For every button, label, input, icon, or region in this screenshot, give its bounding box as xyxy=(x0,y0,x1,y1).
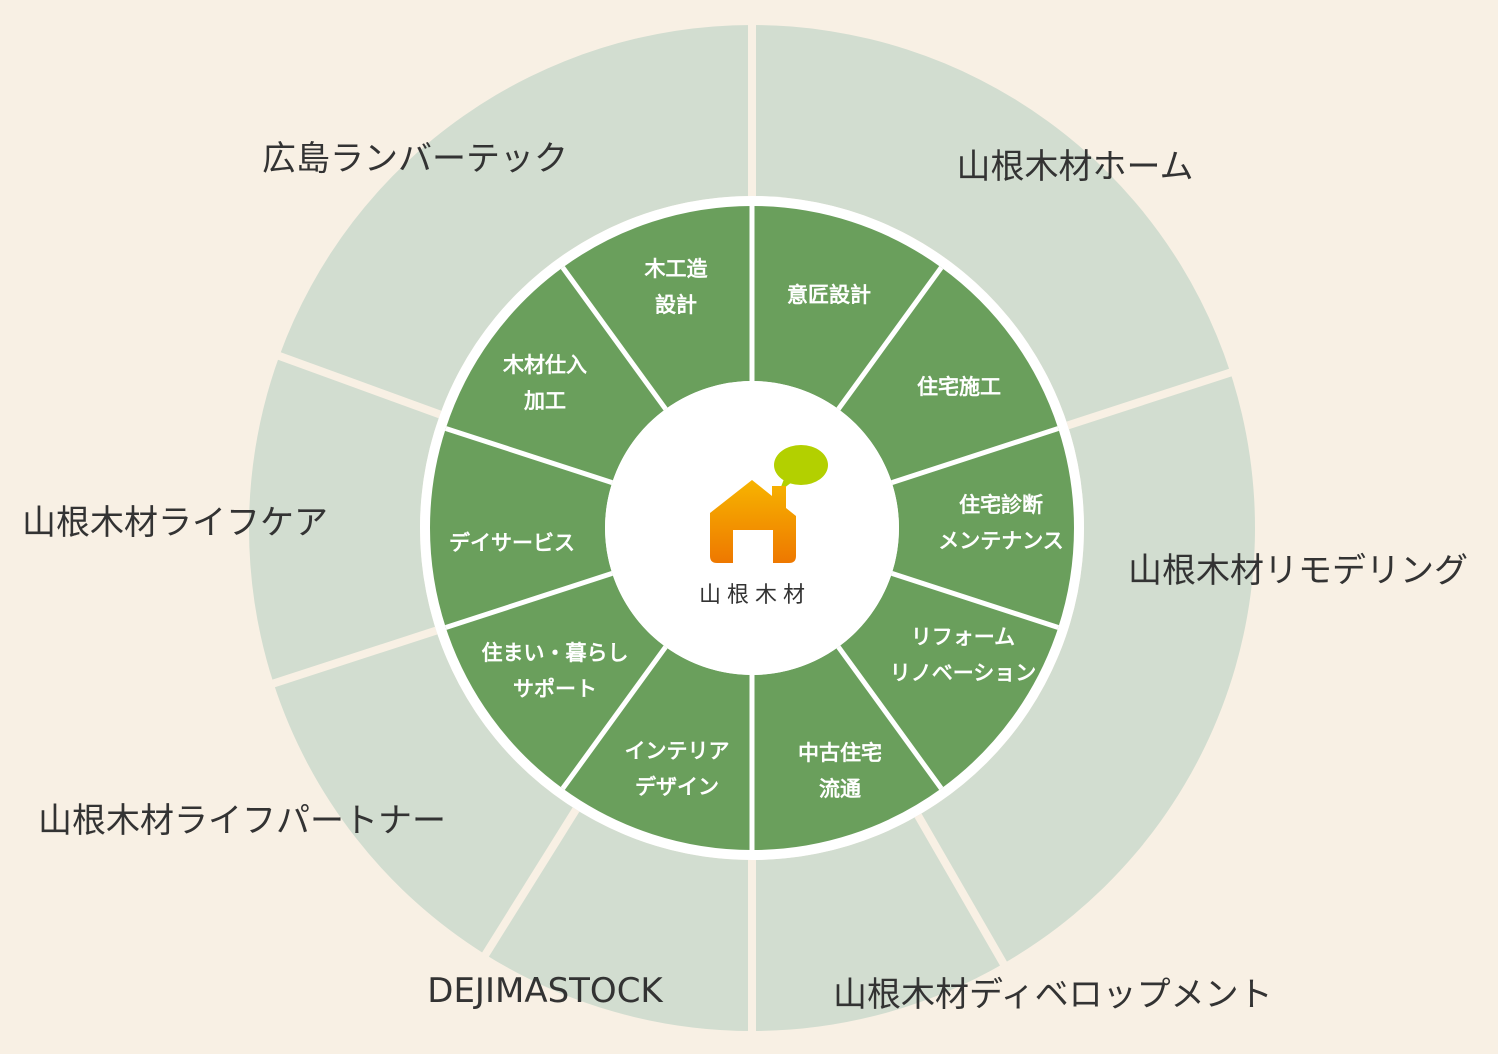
company-segment-fill xyxy=(248,355,441,684)
company-label: 山根木材ライフパートナー xyxy=(38,801,446,841)
service-label: デイサービス xyxy=(449,531,575,555)
service-divider xyxy=(891,426,1060,485)
company-divider xyxy=(479,807,580,961)
service-label: 木材仕入 xyxy=(502,353,587,377)
service-segment-fill xyxy=(838,573,1059,789)
company-segment-fill xyxy=(918,372,1255,964)
company-divider xyxy=(268,626,438,689)
service-label: サポート xyxy=(513,677,597,701)
company-segment-fill xyxy=(752,25,1231,426)
service-label: インテリア xyxy=(625,739,730,763)
service-segment-fill xyxy=(752,206,942,410)
house-with-speech-bubble-icon xyxy=(710,445,828,563)
service-divider xyxy=(836,645,944,790)
service-label: 住まい・暮らし xyxy=(482,641,629,665)
center-circle: 山根木材 xyxy=(605,381,899,675)
service-label: 木工造 xyxy=(644,257,709,281)
service-segment-fill xyxy=(752,646,942,850)
service-segment-fill xyxy=(891,428,1075,628)
company-segment: DEJIMASTOCK xyxy=(427,809,752,1031)
service-segment-fill xyxy=(562,646,752,850)
service-label: リフォーム xyxy=(911,625,1015,649)
service-segment-fill xyxy=(562,206,752,410)
company-label: 山根木材ライフケア xyxy=(22,503,328,543)
company-label: 広島ランバーテック xyxy=(262,139,568,179)
center-company-name: 山根木材 xyxy=(699,583,811,608)
company-segment: 山根木材ホーム xyxy=(752,25,1231,426)
service-segment: デイサービス xyxy=(429,428,613,628)
service-segment-fill xyxy=(429,428,613,628)
service-divider xyxy=(444,426,613,485)
service-label: 設計 xyxy=(655,293,697,317)
service-divider xyxy=(560,266,668,411)
company-divider xyxy=(274,350,442,419)
service-segment: 意匠設計 xyxy=(752,206,942,410)
company-segment-fill xyxy=(752,815,1004,1031)
service-label: リノベーション xyxy=(890,661,1037,685)
company-segment: 山根木材ライフケア xyxy=(22,355,441,684)
service-divider xyxy=(836,266,944,411)
service-divider xyxy=(560,645,668,790)
inner-ring: 意匠設計住宅施工住宅診断メンテナンスリフォームリノベーション中古住宅流通インテリ… xyxy=(429,206,1075,850)
company-label: 山根木材ホーム xyxy=(957,147,1194,187)
service-divider xyxy=(444,571,613,630)
service-label: メンテナンス xyxy=(938,529,1064,553)
service-label: 流通 xyxy=(819,777,861,801)
company-segment: 広島ランバーテック xyxy=(262,25,752,415)
service-divider xyxy=(891,571,1060,630)
service-segment-fill xyxy=(445,573,666,789)
service-label: 加工 xyxy=(523,389,566,413)
service-segment-fill xyxy=(445,267,666,483)
speech-bubble-icon xyxy=(774,445,828,485)
service-segment: 住宅施工 xyxy=(838,267,1059,483)
company-segment-fill xyxy=(485,809,752,1031)
company-segment-fill xyxy=(273,630,577,955)
service-segment-fill xyxy=(838,267,1059,483)
company-divider xyxy=(914,813,1009,970)
company-segment: 山根木材ライフパートナー xyxy=(38,630,577,955)
company-label: 山根木材ディベロップメント xyxy=(833,975,1273,1015)
company-segment-fill xyxy=(279,25,752,415)
company-divider xyxy=(1066,367,1236,430)
service-label: 住宅施工 xyxy=(917,375,1001,399)
company-label: 山根木材リモデリング xyxy=(1128,551,1468,591)
service-label: デザイン xyxy=(635,775,719,799)
company-segment: 山根木材ディベロップメント xyxy=(752,815,1273,1031)
company-segment: 山根木材リモデリング xyxy=(918,372,1468,964)
company-label: DEJIMASTOCK xyxy=(427,971,664,1011)
service-label: 中古住宅 xyxy=(798,741,882,765)
service-label: 住宅診断 xyxy=(959,493,1043,517)
service-label: 意匠設計 xyxy=(787,283,871,307)
house-icon xyxy=(710,480,796,563)
